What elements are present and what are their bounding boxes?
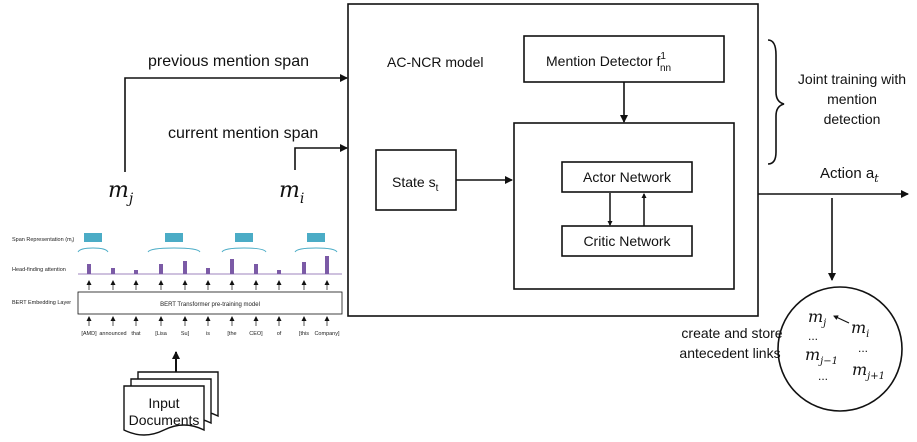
circle-mi: mi: [851, 318, 869, 340]
action-label: Action at: [820, 165, 879, 185]
span-box: [84, 233, 102, 242]
token: that: [131, 331, 141, 337]
joint-training-line2: mention: [827, 91, 877, 107]
circle-mj-minus-1: mj−1: [805, 345, 838, 367]
link-arrow: [833, 315, 850, 324]
create-store-line1: create and store: [681, 325, 782, 341]
current-mention-span-label: current mention span: [168, 125, 318, 142]
token: [AMD]: [81, 331, 97, 337]
bert-transformer-box: [77, 291, 343, 315]
input-documents-line2: Documents: [129, 412, 200, 428]
token: CEO]: [249, 331, 263, 337]
attention-bar: [134, 270, 138, 274]
token: Company]: [314, 331, 340, 337]
token: [the: [227, 331, 236, 337]
span-box: [165, 233, 183, 242]
attention-bar: [277, 270, 281, 274]
attention-bar: [302, 262, 306, 274]
joint-training-line3: detection: [824, 111, 881, 127]
circle-mj: mj: [808, 307, 826, 329]
previous-mention-span-arrow: [124, 74, 348, 172]
token: [Lisa: [155, 331, 168, 337]
attention-bar: [111, 268, 115, 274]
span-brackets: [77, 247, 338, 253]
attention-bar: [325, 256, 329, 274]
bert-embedding-label: BERT Embedding Layer: [12, 300, 71, 306]
attention-bar: [183, 261, 187, 274]
attention-bar: [230, 259, 234, 274]
span-box: [235, 233, 253, 242]
actor-critic-box: [513, 122, 735, 290]
joint-training-brace: [767, 39, 785, 165]
critic-network-label: Critic Network: [583, 233, 671, 249]
attention-bar: [159, 264, 163, 274]
attention-bar: [206, 268, 210, 274]
circle-mj-plus-1: mj+1: [852, 360, 885, 382]
ac-ncr-model-title: AC-NCR model: [387, 54, 483, 70]
token: announced: [99, 331, 126, 337]
token: is: [206, 331, 210, 337]
antecedent-links-circle: [777, 286, 903, 412]
token: [this: [299, 331, 309, 337]
circle-dots-1: ...: [808, 329, 818, 343]
joint-training-line1: Joint training with: [798, 71, 906, 87]
token: of: [277, 331, 282, 337]
current-mention-span-arrow: [294, 144, 348, 170]
mention-detector-box: [523, 35, 725, 83]
input-documents-stack: [123, 371, 219, 436]
attention-bar: [87, 264, 91, 274]
attention-arrows: [86, 280, 330, 290]
ac-ncr-model-box: [347, 3, 759, 317]
span-representations: [84, 233, 325, 242]
critic-network-box: [561, 225, 693, 257]
actor-network-label: Actor Network: [583, 169, 672, 185]
previous-mention-span-label: previous mention span: [148, 53, 309, 70]
mention-mj: mj: [108, 178, 134, 207]
head-finding-label: Head-finding attention: [12, 267, 66, 273]
circle-dots-3: ...: [818, 369, 828, 383]
input-tokens: [AMD] announced that [Lisa Su] is [the C…: [81, 331, 340, 337]
actor-network-box: [561, 161, 693, 193]
state-label: State st: [392, 174, 439, 194]
attention-bars: [87, 256, 329, 274]
span-box: [307, 233, 325, 242]
create-store-line2: antecedent links: [679, 345, 780, 361]
bert-transformer-label: BERT Transformer pre-training model: [160, 302, 260, 308]
mention-mi: mi: [279, 178, 304, 207]
span-representation-label: Span Representation (mi): [12, 237, 75, 244]
circle-dots-2: ...: [858, 341, 868, 355]
token-arrows: [86, 316, 330, 326]
attention-bar: [254, 264, 258, 274]
input-documents-line1: Input: [148, 395, 179, 411]
token: Su]: [181, 331, 190, 337]
